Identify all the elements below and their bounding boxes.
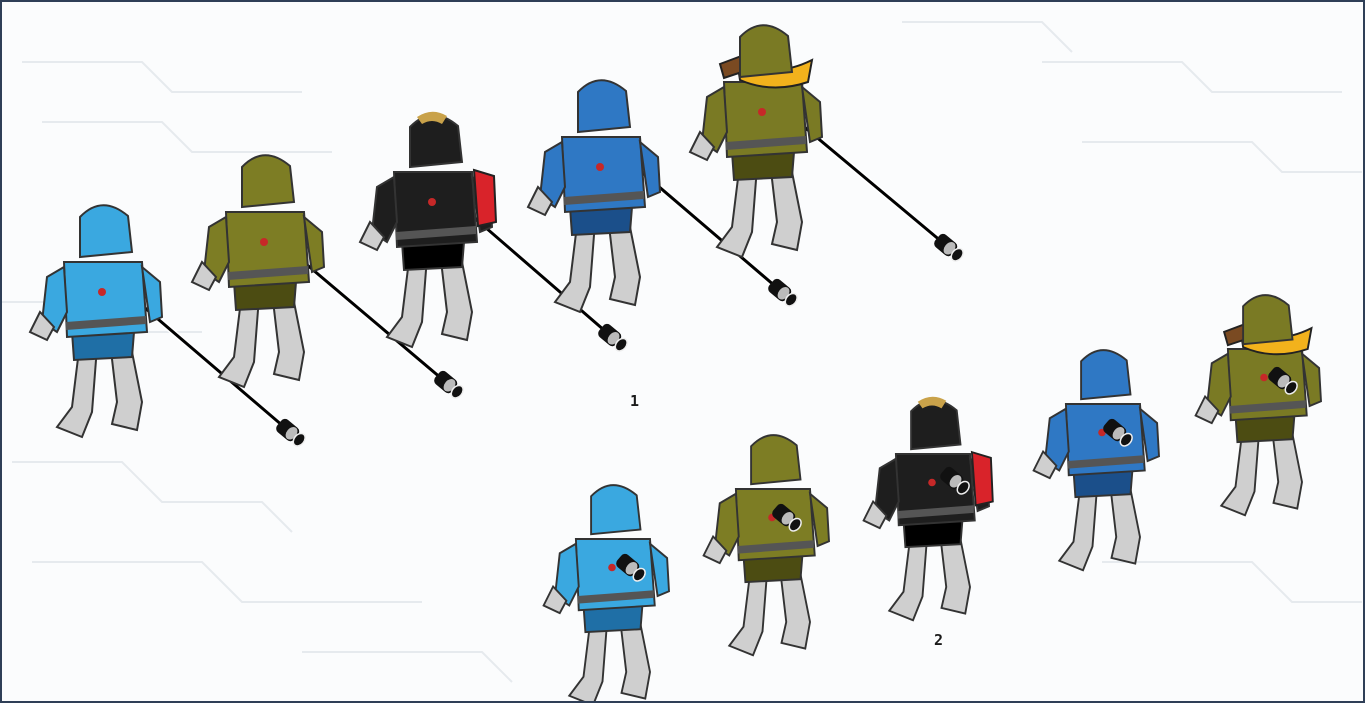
figure-black xyxy=(360,112,496,347)
figure-olive xyxy=(192,155,324,387)
figure-black xyxy=(864,397,993,621)
step-number: 1 xyxy=(630,392,639,410)
step-number: 2 xyxy=(934,631,943,649)
figure-olive xyxy=(704,435,829,655)
figure-blue xyxy=(528,80,660,312)
figure-light-blue xyxy=(544,485,669,701)
figure-light-blue xyxy=(30,205,162,437)
figure-olive-gold xyxy=(690,25,822,257)
figure-olive-gold xyxy=(1196,295,1321,515)
figure-blue xyxy=(1034,350,1159,570)
